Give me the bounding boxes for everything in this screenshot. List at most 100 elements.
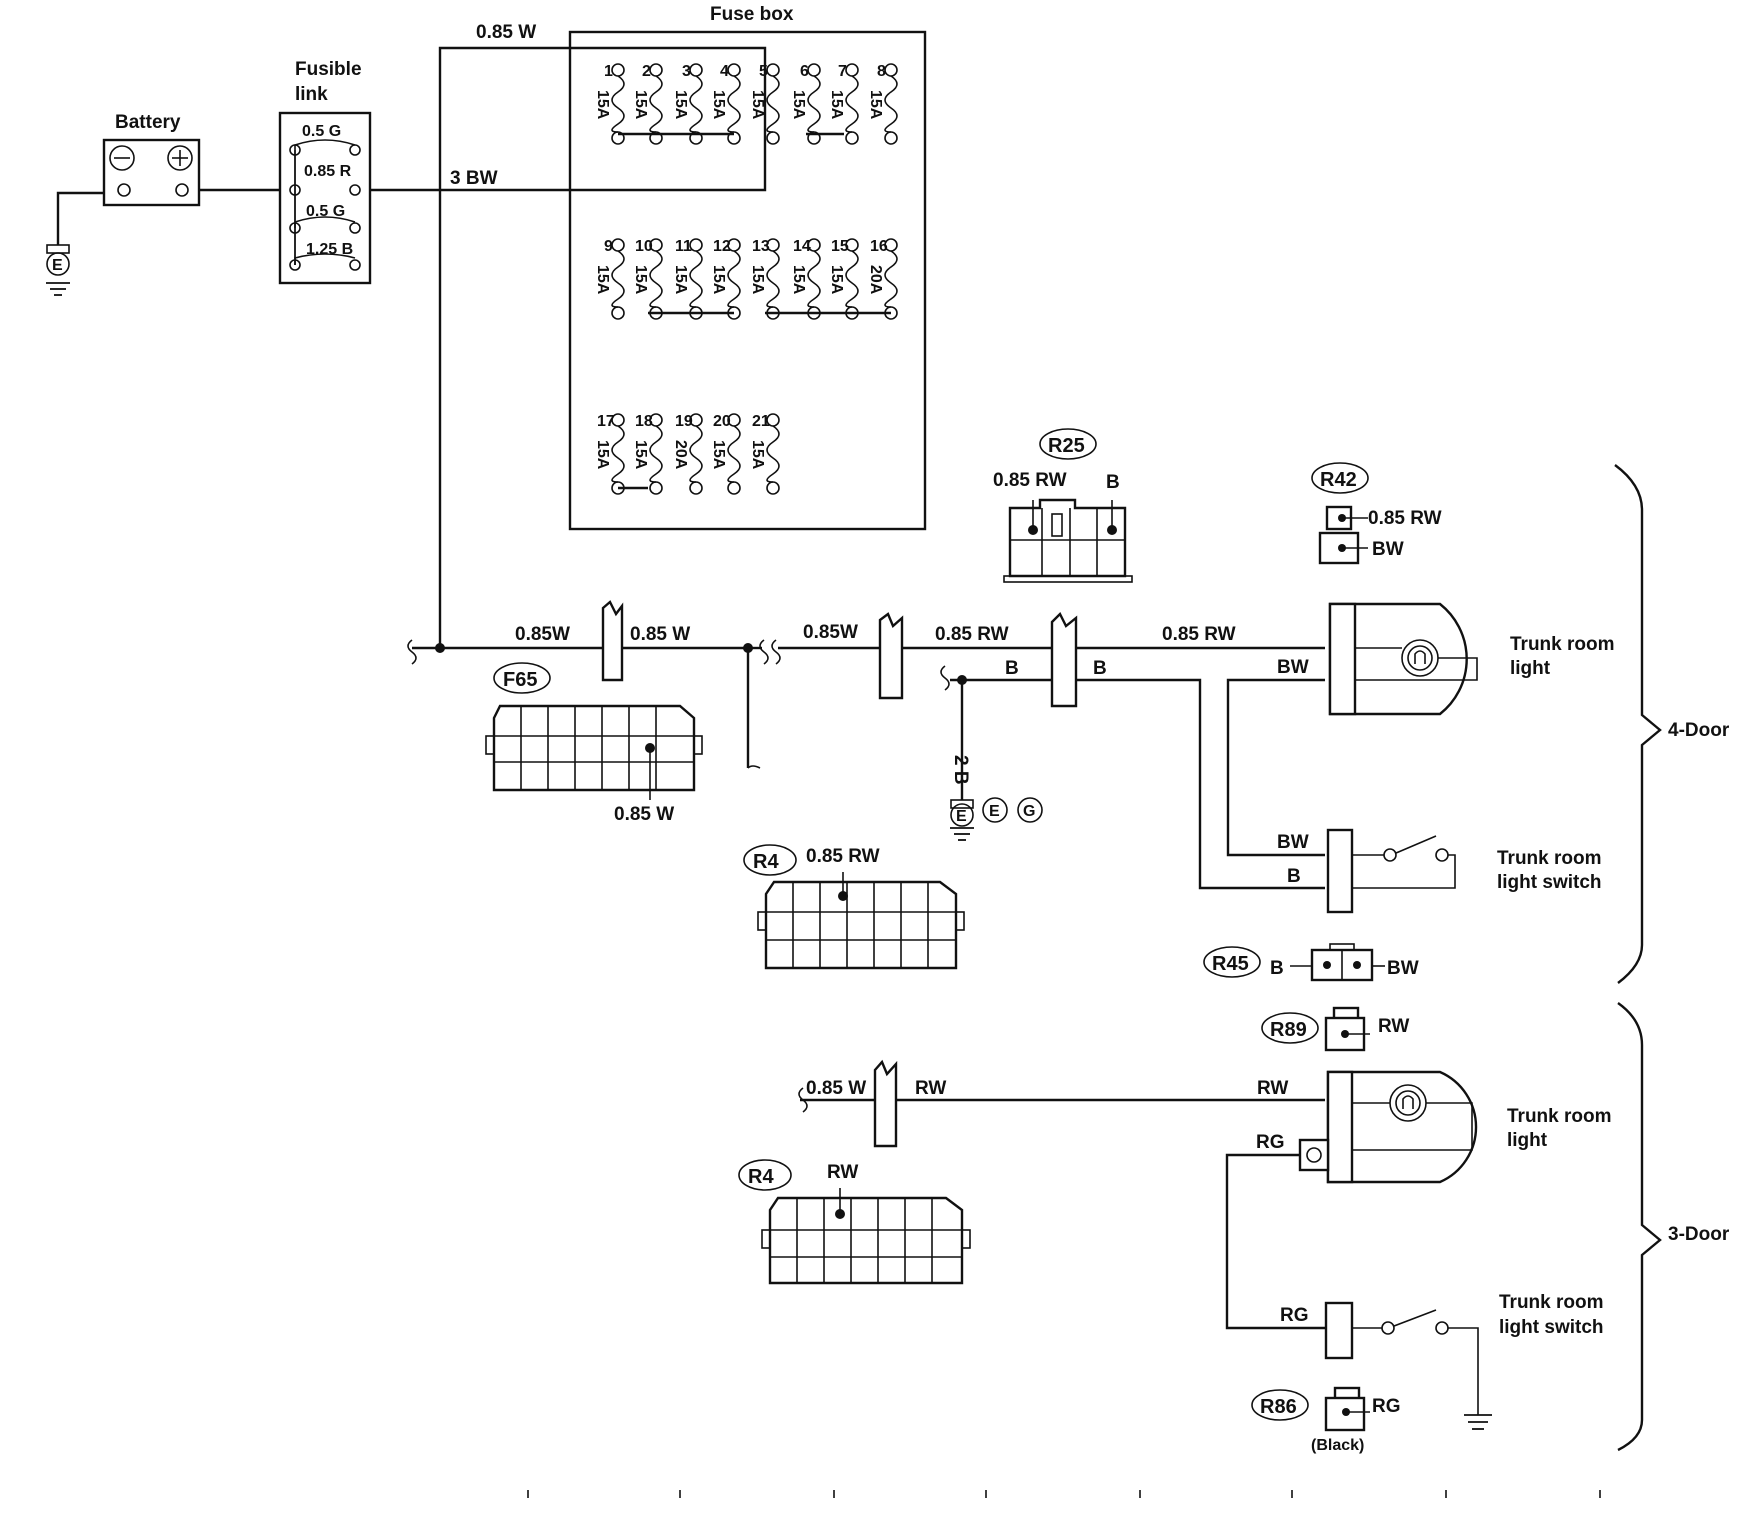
bracket-3door (1617, 1002, 1662, 1452)
fuse-rating: 15A (594, 440, 611, 470)
svg-text:0.85 RW: 0.85 RW (1368, 508, 1442, 529)
svg-text:B: B (1106, 472, 1120, 493)
wire-085w-3: 0.85W (803, 622, 858, 643)
trunk-switch-3door-label-1: Trunk room (1499, 1292, 1604, 1313)
wire-top-085w: 0.85 W (476, 22, 536, 43)
fuse-rating: 15A (710, 90, 727, 120)
connector-r4-3door: R4 RW (738, 1159, 971, 1285)
fusible-link-label-1: Fusible (295, 59, 362, 80)
fuse-15: 15 15A (828, 238, 859, 320)
fuse-number: 14 (793, 238, 811, 255)
fuse-box (568, 30, 927, 531)
fuse-number: 4 (720, 63, 729, 80)
fuse-rating: 15A (672, 90, 689, 120)
svg-text:B: B (1270, 958, 1284, 979)
trunk-switch-3door-label-2: light switch (1499, 1317, 1604, 1338)
fuse-18: 18 15A (632, 413, 663, 495)
fuse-rating: 15A (749, 440, 766, 470)
fuse-number: 19 (675, 413, 693, 430)
fuse-rating: 15A (632, 265, 649, 295)
fuse-rating: 15A (749, 265, 766, 295)
svg-text:0.85 RW: 0.85 RW (993, 470, 1067, 491)
fuse-rating: 15A (710, 440, 727, 470)
f65-pin-label: 0.85 W (614, 804, 674, 825)
wire-085rw-2: 0.85 RW (1162, 624, 1236, 645)
fuse-box-label: Fuse box (710, 4, 794, 25)
wire-3door-rw: RW (915, 1078, 946, 1099)
fuse-rating: 20A (867, 265, 884, 295)
fuse-number: 9 (604, 238, 613, 255)
fuse-10: 10 15A (632, 238, 663, 320)
battery-label: Battery (115, 112, 181, 133)
fuse-rating: 20A (672, 440, 689, 470)
fuse-number: 8 (877, 63, 886, 80)
wire-3door-rg-switch: RG (1280, 1305, 1309, 1326)
wire-bw-switch: BW (1277, 832, 1309, 853)
svg-text:BW: BW (1387, 958, 1419, 979)
fuse-rating: 15A (867, 90, 884, 120)
three-door-label: 3-Door (1668, 1224, 1730, 1245)
trunk-room-light-switch-3door (1324, 1301, 1492, 1430)
trunk-light-4door-label-1: Trunk room (1510, 634, 1615, 655)
svg-text:BW: BW (1372, 539, 1404, 560)
wire-b-2: B (1093, 658, 1107, 679)
trunk-switch-4door-label-1: Trunk room (1497, 848, 1602, 869)
fuse-rating: 15A (790, 265, 807, 295)
fuse-number: 20 (713, 413, 731, 430)
svg-text:E: E (989, 803, 1000, 820)
fuse-rating: 15A (672, 265, 689, 295)
fuse-number: 6 (800, 63, 809, 80)
svg-text:RG: RG (1372, 1396, 1401, 1417)
bracket-4door (1614, 464, 1662, 984)
fuse-number: 10 (635, 238, 653, 255)
svg-text:E: E (52, 257, 63, 274)
fuse-rating: 15A (828, 265, 845, 295)
fuse-rating: 15A (632, 440, 649, 470)
fuse-rating: 15A (749, 90, 766, 120)
connector-r45: R45 B BW (1203, 943, 1419, 982)
svg-text:E: E (956, 808, 967, 825)
r86-color-label: (Black) (1311, 1437, 1364, 1454)
svg-text:R42: R42 (1320, 469, 1357, 491)
fuse-array: 115A215A315A415A515A615A715A815A915A1015… (594, 63, 898, 495)
ground-e-g-icon: E E G (950, 797, 1043, 841)
fuse-8: 8 15A (867, 63, 898, 145)
fuse-number: 7 (838, 63, 847, 80)
connector-r4-4door: R4 0.85 RW (743, 844, 965, 970)
svg-text:R86: R86 (1260, 1396, 1297, 1418)
connector-r25: R25 0.85 RW B (993, 428, 1133, 583)
fuse-number: 2 (642, 63, 651, 80)
svg-text:G: G (1023, 803, 1035, 820)
wire-085rw-1: 0.85 RW (935, 624, 1009, 645)
fuse-number: 12 (713, 238, 731, 255)
fuse-rating: 15A (710, 265, 727, 295)
fuse-4: 4 15A (710, 63, 741, 145)
svg-text:F65: F65 (503, 669, 537, 691)
svg-text:R25: R25 (1048, 435, 1085, 457)
fusible-link-3: 0.5 G (306, 203, 345, 220)
fuse-number: 11 (675, 238, 692, 255)
fuse-number: 15 (831, 238, 849, 255)
svg-text:R89: R89 (1270, 1019, 1307, 1041)
fuse-number: 1 (604, 63, 613, 80)
connector-r89: R89 RW (1261, 1006, 1409, 1052)
fuse-number: 18 (635, 413, 653, 430)
fusible-link-label-2: link (295, 84, 328, 105)
battery: Battery (102, 112, 201, 207)
fuse-rating: 15A (594, 90, 611, 120)
trunk-light-3door-label-1: Trunk room (1507, 1106, 1612, 1127)
fuse-rating: 15A (790, 90, 807, 120)
fuse-11: 11 15A (672, 238, 703, 320)
wire-b-switch: B (1287, 866, 1301, 887)
fuse-6: 6 15A (790, 63, 821, 145)
trunk-room-light-switch-4door (1326, 828, 1456, 914)
fuse-20: 20 15A (710, 413, 741, 495)
wire-3door-rg-light: RG (1256, 1132, 1285, 1153)
svg-text:RW: RW (1378, 1016, 1409, 1037)
